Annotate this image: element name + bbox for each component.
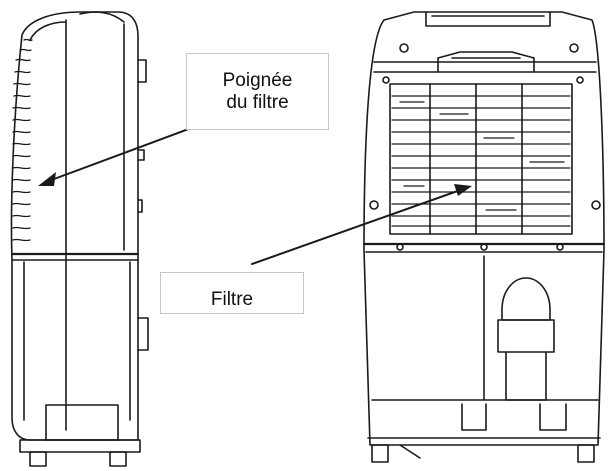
side-view-body [10,11,139,441]
filter-handle-callout: Poignée du filtre [186,53,329,130]
leader-lines [45,123,467,265]
filter-louvres [391,95,571,227]
handle-pointer-line [45,123,203,183]
side-grille [12,38,33,242]
filter-handle-label-line2: du filtre [226,91,289,113]
filter-pointer-line [251,187,467,265]
filter-handle-label-line1: Poignée [222,69,293,91]
water-float [501,277,551,321]
filter-handle-tab [437,51,535,73]
side-base [45,404,119,441]
filter-grille [389,83,573,235]
filter-label: Filtre [210,289,254,310]
front-view-body [363,11,605,446]
handle-pointer-arrowhead [38,172,56,186]
filter-callout: Filtre [160,272,304,314]
side-view [10,11,149,467]
front-view [362,11,606,463]
filter-pointer-arrowhead [454,184,472,196]
